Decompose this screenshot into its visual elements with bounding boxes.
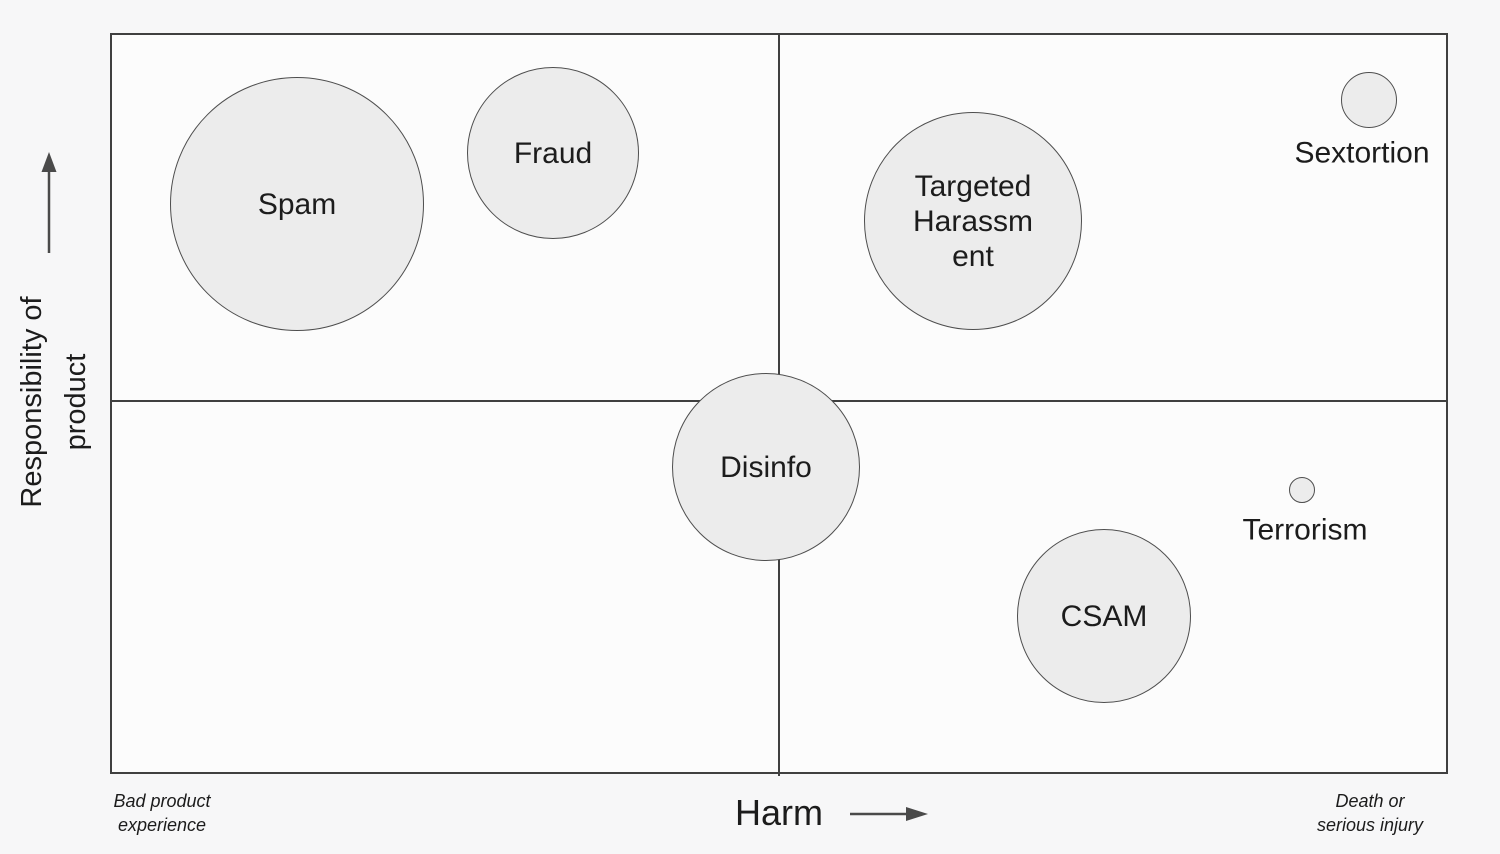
bubble-label-disinfo: Disinfo	[720, 450, 812, 484]
up-arrow-icon	[41, 152, 57, 253]
bubble-disinfo: Disinfo	[672, 373, 860, 561]
bubble-label-csam: CSAM	[1060, 599, 1148, 633]
bubble-spam: Spam	[170, 77, 424, 331]
bubble-label-terrorism: Terrorism	[1242, 513, 1368, 547]
bubble-label-sextortion: Sextortion	[1294, 136, 1430, 170]
x-axis-title: Harm	[735, 792, 823, 833]
x-axis-max-label: Death or serious injury	[1317, 789, 1423, 837]
x-axis-min-label-line2: experience	[117, 815, 207, 835]
bubble-label-spam: Spam	[257, 187, 337, 221]
x-axis-max-label-line2: serious injury	[1316, 815, 1424, 835]
x-axis-min-label: Bad product experience	[113, 789, 210, 837]
y-axis-label: Responsibility of product	[10, 296, 98, 507]
bubble-terrorism	[1289, 477, 1315, 503]
bubble-csam: CSAM	[1017, 529, 1191, 703]
bubble-fraud: Fraud	[467, 67, 639, 239]
y-axis-label-line2: product	[60, 353, 92, 451]
bubble-label-fraud: Fraud	[513, 136, 593, 170]
y-axis-label-line1: Responsibility of	[16, 296, 48, 508]
bubble-sextortion	[1341, 72, 1397, 128]
x-axis-max-label-line1: Death or	[1335, 791, 1405, 811]
x-axis-min-label-line1: Bad product	[113, 791, 211, 811]
right-arrow-icon	[850, 807, 928, 821]
